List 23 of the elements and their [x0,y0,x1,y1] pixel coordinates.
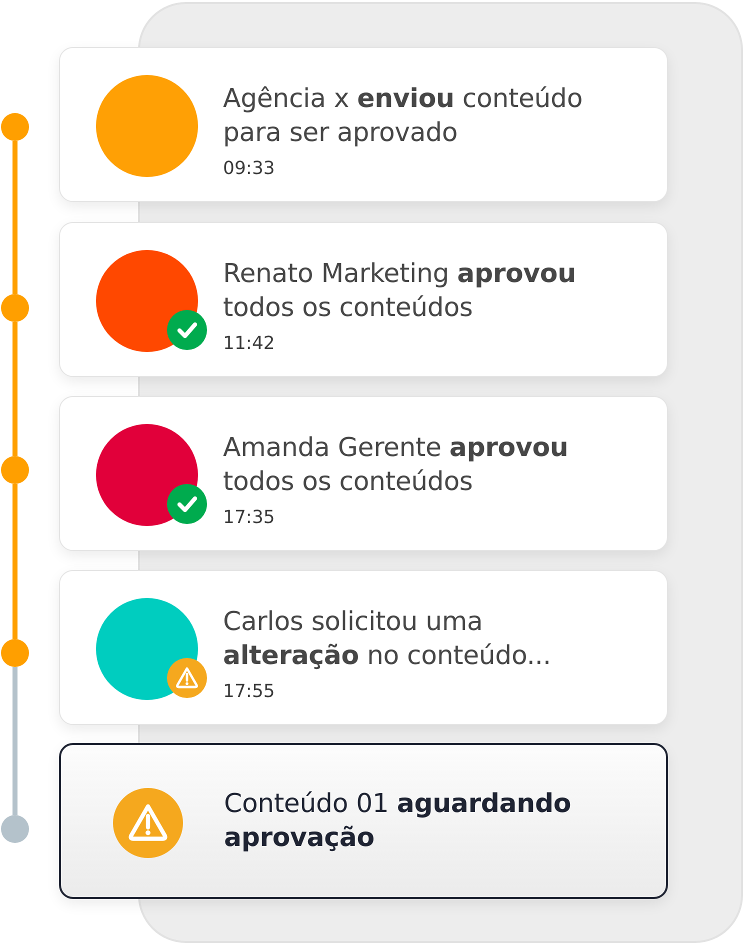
timeline-dot [1,294,29,322]
activity-message: Agência x enviou conteúdo para ser aprovado [223,83,584,150]
activity-card [59,570,668,725]
timeline-dot [1,456,29,484]
timeline-dot [1,639,29,667]
status-message: Conteúdo 01 aguardando aprovação [224,788,572,855]
timestamp: 11:42 [223,333,275,355]
timestamp: 17:35 [223,507,275,529]
activity-message: Amanda Gerente aprovou todos os conteúdos [223,432,570,499]
activity-card [59,47,668,202]
timeline-line [12,667,18,815]
timestamp: 09:33 [223,158,275,180]
timeline-dot [1,815,29,843]
timeline-line [12,484,18,639]
activity-card [59,396,668,551]
activity-card [59,222,668,377]
timeline-dot [1,113,29,141]
timestamp: 17:55 [223,681,275,703]
status-card [59,743,668,899]
activity-message: Renato Marketing aprovou todos os conteúdos [223,258,577,325]
activity-message: Carlos solicitou uma alteração no conteúdo... [223,606,552,673]
timeline-line [12,322,18,456]
timeline-line [12,141,18,294]
